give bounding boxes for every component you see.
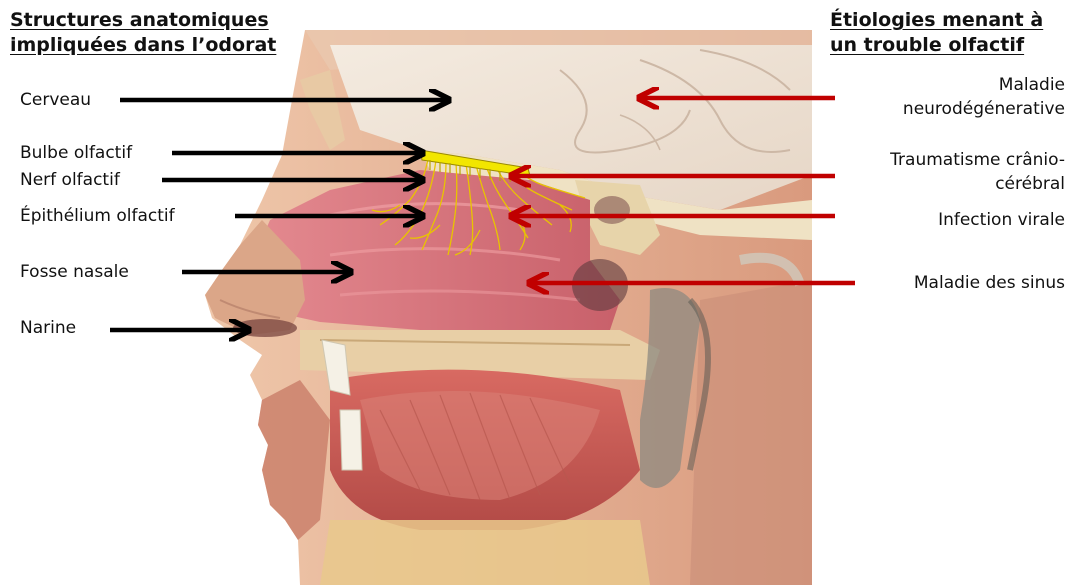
label-infection-virale: Infection virale: [938, 208, 1065, 232]
label-maladie-neurodegenerative-line1: Maladie: [903, 73, 1065, 97]
label-bulbe-olfactif: Bulbe olfactif: [20, 142, 132, 164]
structures-heading-line2: impliquées dans l’odorat: [10, 33, 276, 58]
structures-heading: Structures anatomiques impliquées dans l…: [10, 8, 276, 58]
label-traumatisme: Traumatisme crânio- cérébral: [890, 148, 1065, 196]
label-cerveau: Cerveau: [20, 89, 91, 111]
label-fosse-nasale: Fosse nasale: [20, 261, 129, 283]
label-epithelium-olfactif: Épithélium olfactif: [20, 205, 175, 227]
label-maladie-neurodegenerative-line2: neurodégénerative: [903, 97, 1065, 121]
etiologies-heading: Étiologies menant à un trouble olfactif: [830, 8, 1043, 58]
label-traumatisme-line1: Traumatisme crânio-: [890, 148, 1065, 172]
label-maladie-sinus: Maladie des sinus: [914, 271, 1065, 295]
etiologies-heading-line1: Étiologies menant à: [830, 8, 1043, 33]
etiologies-heading-line2: un trouble olfactif: [830, 33, 1043, 58]
structures-heading-line1: Structures anatomiques: [10, 8, 276, 33]
label-nerf-olfactif: Nerf olfactif: [20, 169, 120, 191]
oral-cavity: [300, 330, 660, 585]
label-traumatisme-line2: cérébral: [890, 172, 1065, 196]
label-maladie-neurodegenerative: Maladie neurodégénerative: [903, 73, 1065, 121]
label-narine: Narine: [20, 317, 76, 339]
